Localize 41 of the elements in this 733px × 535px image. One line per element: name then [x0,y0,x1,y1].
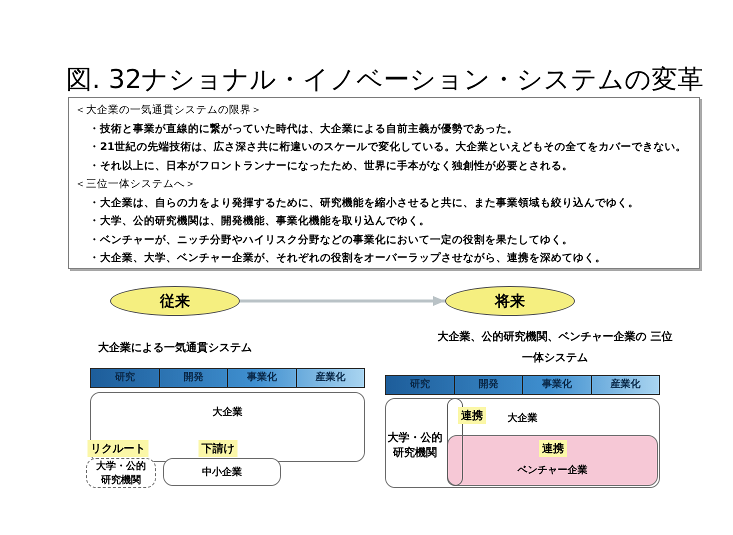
bullet-text: ・大企業は、自らの力をより発揮するために、研究機能を縮小させると共に、また事業領域も絞り込んでゆく。 [88,196,640,210]
title-text: 図. 32ナショナル・イノベーション・システムの変革 [66,64,704,97]
box-label: 大学・公的研究機関 [95,460,147,487]
stage-text: 産業化 [590,376,659,394]
stage-text: 事業化 [522,376,590,394]
bullet-text: ・ベンチャーが、ニッチ分野やハイリスク分野などの事業化において一定の役割を果たしてゆく。 [88,232,574,248]
stage-text: 産業化 [296,369,364,387]
box-label: 中小企業 [202,466,242,479]
text-panel [68,97,700,269]
tag-label: 連携 [539,440,567,457]
stage-bar [90,368,365,388]
stage-text: 事業化 [227,369,296,387]
line-label: リクルート [88,440,148,457]
ellipse-text: 従来 [160,292,190,310]
rounded-box [385,398,660,488]
subtitle-text: 大企業、公的研究機関、ベンチャー企業の 三位一体システム [438,329,672,366]
stage-text: 研究 [114,370,136,385]
bullet-text: ・21世紀の先端技術は、広さ深さ共に桁違いのスケールで変化している。大企業といえどもその全てをカバーできない。 [88,140,688,155]
stage-bar [385,375,660,395]
heading-text: ＜大企業の一気通貫システムの限界＞ [75,103,263,118]
rounded-box [446,434,658,486]
arrow [240,296,445,306]
heading-text: ＜三位一体システムへ＞ [75,177,197,192]
ellipse-text: 将来 [495,292,525,310]
box-label: ベンチャー企業 [517,464,588,477]
stage-text: 開発 [454,376,522,394]
tag-label: 連携 [458,407,486,424]
rounded-box [90,392,365,462]
bullet-text: ・それ以上に、日本がフロントランナーになったため、世界に手本がなく独創性が必要とされる。 [88,158,574,174]
box-label: 大企業 [508,412,538,425]
bullet-text: ・技術と事業が直線的に繋がっていた時代は、大企業による自前主義が優勢であった。 [88,122,519,136]
box-label: 大学・公的研究機関 [387,430,443,460]
rounded-box [86,458,156,488]
stage-text: 開発 [158,369,227,387]
box-label: 大企業 [212,406,242,419]
line-label: 下請け [198,440,238,457]
subtitle-text: 大企業による一気通貫システム [98,340,252,355]
bullet-text: ・大企業、大学、ベンチャー企業が、それぞれの役割をオーバーラップさせながら、連携を深めてゆく。 [88,251,607,266]
rounded-box [163,458,281,486]
bullet-text: ・大学、公的研究機関は、開発機能、事業化機能を取り込んでゆく。 [88,214,431,229]
stage-text: 研究 [408,378,431,392]
